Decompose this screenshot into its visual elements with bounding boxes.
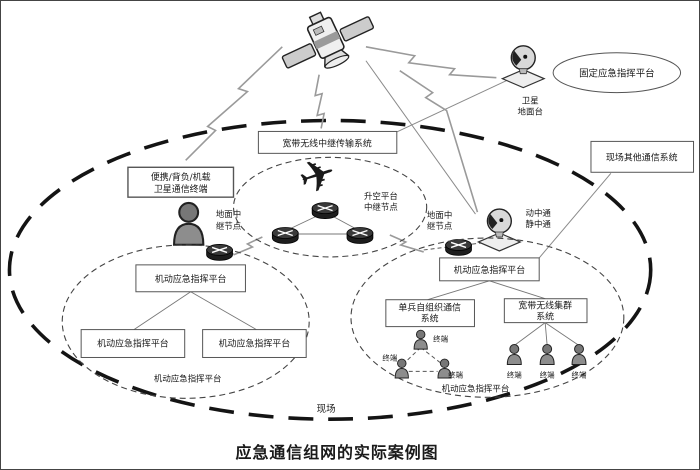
right-cluster-caption: 机动应急指挥平台 — [442, 383, 510, 393]
aerial-platform-label-1: 升空平台 — [364, 191, 398, 201]
motion-dish-icon — [477, 208, 521, 252]
tree-line — [544, 322, 548, 346]
sat-ground-label-1: 卫星 — [522, 96, 539, 106]
fixed-command-platform-node — [552, 52, 682, 94]
relay-system-label: 宽带无线中继传输系统 — [282, 137, 372, 149]
person-terminal-icon — [571, 344, 587, 365]
airplane-icon: ✈ — [292, 146, 343, 206]
adhoc-line — [420, 347, 443, 365]
tree-line — [427, 280, 490, 301]
portable-terminal-label-2: 卫星通信终端 — [154, 183, 208, 195]
scene-boundary-ellipse — [7, 118, 653, 422]
mobile-cmd-box — [80, 329, 186, 358]
left-cluster-ellipse — [61, 244, 310, 399]
sat-ground-label-2: 地面台 — [518, 107, 543, 117]
tree-line — [514, 322, 546, 346]
left-mobile-cluster: 机动应急指挥平台 机动应急指挥平台 机动应急指挥平台 机动应急指挥平台 — [61, 243, 310, 399]
terminal-label: 终端 — [433, 334, 448, 344]
lightning-aerial-right — [389, 234, 424, 253]
fixed-command-platform-label: 固定应急指挥平台 — [579, 68, 655, 80]
link-groundstation-to-relaybox — [395, 80, 507, 133]
lightning-satellite-to-relaybox — [314, 74, 326, 129]
soldier-adhoc-label-1: 单兵自组织通信 — [398, 302, 461, 314]
satellite-icon — [270, 1, 383, 86]
mobile-cmd-label: 机动应急指挥平台 — [219, 338, 291, 350]
link-othercomm-to-mobilecmd — [538, 172, 612, 259]
link-satellite-to-motion-dish — [365, 60, 476, 215]
other-comm-label: 现场其他通信系统 — [606, 151, 678, 163]
tree-line — [190, 291, 257, 330]
lightning-satellite-to-portable — [185, 46, 283, 161]
tree-line — [133, 291, 191, 330]
tree-line — [544, 322, 580, 346]
terminal-label: 终端 — [572, 369, 587, 379]
motion-comm-label-2: 静中通 — [526, 219, 552, 229]
lightning-aerial-left — [233, 236, 263, 256]
router-icon — [311, 201, 339, 220]
relay-system-box — [257, 130, 398, 154]
satellite-dish-icon — [501, 45, 545, 89]
mobile-cmd-label: 机动应急指挥平台 — [155, 273, 227, 285]
mobile-cmd-box — [439, 257, 540, 282]
aerial-zone-ellipse — [232, 156, 428, 258]
lightning-satellite-to-groundstation — [365, 46, 497, 79]
aerial-platform-label-2: 中继节点 — [364, 202, 398, 212]
soldier-adhoc-box — [385, 299, 475, 328]
aerial-relay-zone: ✈ 升空平台 中继节点 — [232, 146, 428, 258]
other-comm-box — [590, 140, 695, 173]
page-title: 应急通信组网的实际案例图 — [236, 443, 439, 462]
mobile-cmd-box — [202, 329, 307, 358]
router-icon — [444, 238, 473, 257]
trunking-label-1: 宽带无线集群 — [518, 300, 572, 312]
router-icon — [205, 243, 234, 262]
soldier-adhoc-label-2: 系统 — [421, 313, 439, 325]
person-terminal-icon — [173, 201, 205, 246]
portable-terminal-box — [127, 166, 235, 198]
mobile-cmd-box — [135, 264, 246, 293]
person-terminal-icon — [413, 329, 428, 350]
terminal-label: 终端 — [382, 352, 397, 362]
person-terminal-icon — [506, 344, 522, 365]
router-icon — [346, 226, 374, 245]
ground-relay-right-label-1: 地面中 — [427, 210, 452, 220]
right-mobile-cluster: 机动应急指挥平台 单兵自组织通信 系统 宽带无线集群 系统 终端 终端 终端 终… — [350, 237, 625, 398]
lightning-satellite-to-motion-dish — [399, 70, 479, 213]
tree-line — [489, 280, 546, 300]
portable-terminal-label-1: 便携/背负/机载 — [151, 171, 211, 183]
mobile-cmd-label: 机动应急指挥平台 — [454, 264, 526, 276]
scene-label: 现场 — [317, 404, 336, 415]
trunking-label-2: 系统 — [536, 311, 554, 323]
router-icon — [271, 226, 299, 245]
ground-relay-left-label-1: 地面中 — [216, 209, 241, 219]
ground-relay-left-label-2: 继节点 — [216, 221, 242, 231]
left-cluster-caption: 机动应急指挥平台 — [154, 373, 222, 383]
right-cluster-ellipse — [350, 237, 625, 398]
motion-comm-label-1: 动中通 — [526, 208, 552, 218]
ground-relay-right-label-2: 继节点 — [427, 221, 453, 231]
terminal-label: 终端 — [448, 369, 463, 379]
terminal-label: 终端 — [540, 369, 555, 379]
terminal-label: 终端 — [507, 369, 522, 379]
person-terminal-icon — [539, 344, 555, 365]
mobile-cmd-label: 机动应急指挥平台 — [97, 338, 169, 350]
